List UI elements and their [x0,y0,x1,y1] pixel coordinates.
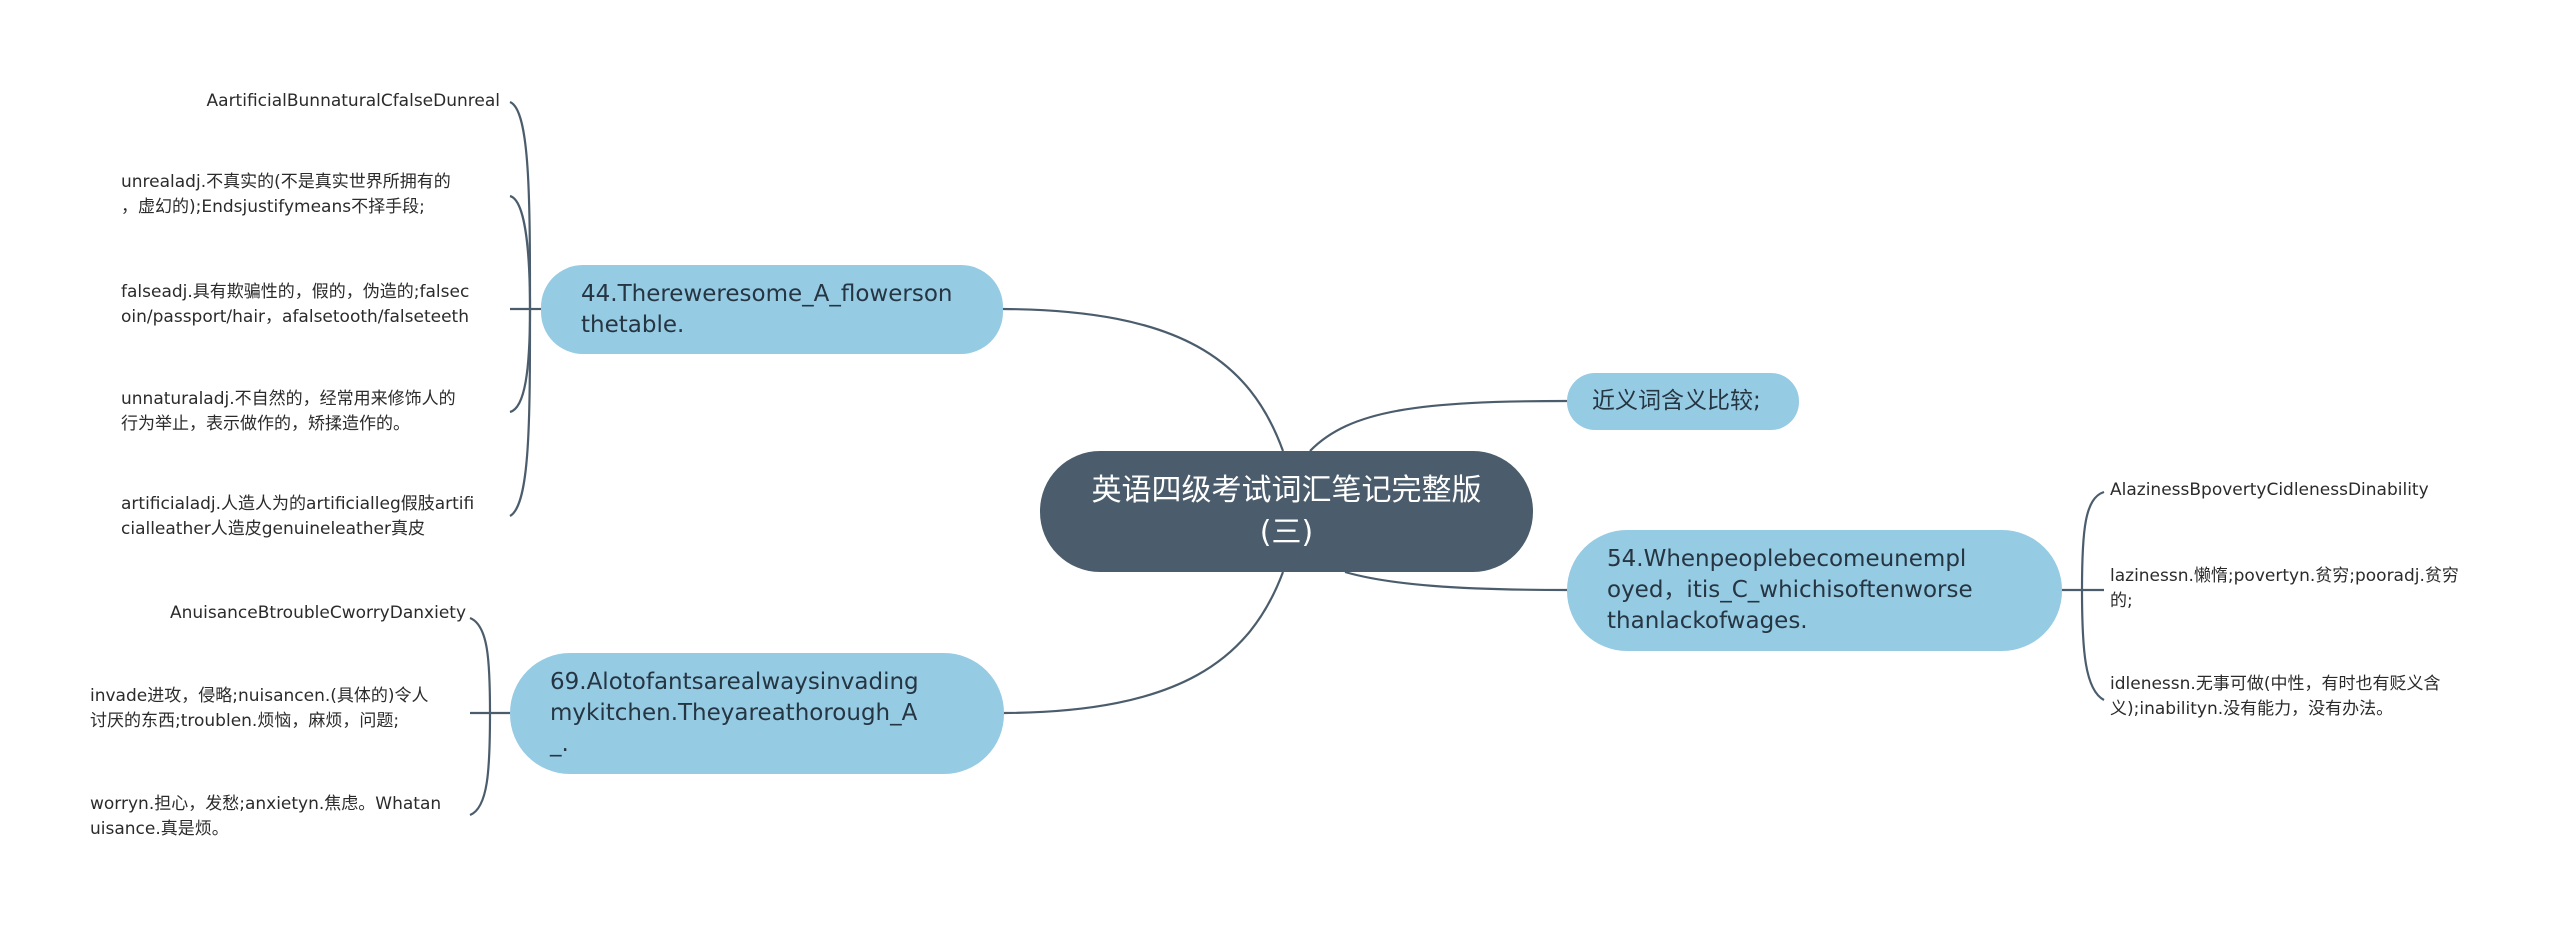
link-root-q44 [1002,307,1285,452]
bracket-q44-1 [509,194,532,310]
branch-q54-line: oyed，itis_C_whichisoftenworse [1607,577,1973,603]
bracket-q44-3 [509,308,532,414]
branch-q69[interactable]: 69.Alotofantsarealwaysinvading mykitchen… [510,653,1004,774]
branch-q54-line: 54.Whenpeoplebecomeunempl [1607,546,1967,572]
leaf-line: idlenessn.无事可做(中性，有时也有贬义含 [2110,674,2441,694]
bracket-q44-4 [509,308,532,517]
leaf-q44-options[interactable]: AartificialBunnaturalCfalseDunreal [207,89,500,114]
leaf-q44-artificial[interactable]: artificialadj.人造人为的artificialleg假肢artifi… [121,492,474,542]
leaf-q69-worry[interactable]: worryn.担心，发愁;anxietyn.焦虑。Whatan uisance.… [90,792,441,842]
leaf-line: AnuisanceBtroubleCworryDanxiety [169,603,466,623]
leaf-line: artificialadj.人造人为的artificialleg假肢artifi [121,494,475,514]
leaf-line: cialleather人造皮genuineleather真皮 [121,519,425,539]
root-title: 英语四级考试词汇笔记完整版(三) [1091,472,1482,550]
bracket-q69-0 [469,616,492,714]
branch-q44-line: 44.Thereweresome_A_flowerson [581,280,953,307]
bracket-q54-0 [2080,490,2105,591]
branch-q69-line: _. [550,731,569,757]
leaf-line: AlazinessBpovertyCidlenessDinability [2110,480,2429,500]
leaf-q44-unnatural[interactable]: unnaturaladj.不自然的，经常用来修饰人的 行为举止，表示做作的，矫揉… [121,387,456,437]
branch-q69-line: mykitchen.Theyareathorough_A [550,700,918,726]
leaf-q44-unreal[interactable]: unrealadj.不真实的(不是真实世界所拥有的 ，虚幻的);Endsjust… [121,170,451,220]
branch-synonym[interactable]: 近义词含义比较; [1567,373,1799,430]
branch-q54[interactable]: 54.Whenpeoplebecomeunempl oyed，itis_C_wh… [1567,530,2062,651]
leaf-line: unnaturaladj.不自然的，经常用来修饰人的 [121,389,456,409]
leaf-line: ，虚幻的);Endsjustifymeans不择手段; [121,197,425,217]
leaf-line: AartificialBunnaturalCfalseDunreal [206,91,500,111]
branch-q69-line: 69.Alotofantsarealwaysinvading [550,669,919,695]
branch-q69-text: 69.Alotofantsarealwaysinvading mykitchen… [550,667,919,760]
branch-q44-text: 44.Thereweresome_A_flowerson thetable. [581,279,952,341]
leaf-q69-options[interactable]: AnuisanceBtroubleCworryDanxiety [170,601,466,626]
bracket-q69-2 [469,712,492,817]
leaf-q69-invade[interactable]: invade进攻，侵略;nuisancen.(具体的)令人 讨厌的东西;trou… [90,684,429,734]
link-root-q54 [1344,570,1568,592]
leaf-line: oin/passport/hair，afalsetooth/falseteeth [121,307,469,327]
leaf-line: worryn.担心，发愁;anxietyn.焦虑。Whatan [90,794,442,814]
branch-q54-text: 54.Whenpeoplebecomeunempl oyed，itis_C_wh… [1607,544,1973,637]
leaf-q54-options[interactable]: AlazinessBpovertyCidlenessDinability [2110,478,2429,503]
leaf-line: falseadj.具有欺骗性的，假的，伪造的;falsec [121,282,470,302]
leaf-q54-idleness[interactable]: idlenessn.无事可做(中性，有时也有贬义含 义);inabilityn.… [2110,672,2440,722]
leaf-line: unrealadj.不真实的(不是真实世界所拥有的 [121,172,451,192]
leaf-line: 的; [2110,591,2133,611]
leaf-line: uisance.真是烦。 [90,819,229,839]
leaf-line: 讨厌的东西;troublen.烦恼，麻烦，问题; [90,711,400,731]
branch-q44-line: thetable. [581,311,685,338]
leaf-line: 行为举止，表示做作的，矫揉造作的。 [121,414,410,434]
leaf-q44-false[interactable]: falseadj.具有欺骗性的，假的，伪造的;falsec oin/passpo… [121,280,469,330]
link-root-q69 [1003,571,1285,715]
branch-q44[interactable]: 44.Thereweresome_A_flowerson thetable. [541,265,1003,354]
leaf-line: lazinessn.懒惰;povertyn.贫穷;pooradj.贫穷 [2110,566,2459,586]
leaf-line: 义);inabilityn.没有能力，没有办法。 [2110,699,2394,719]
link-root-synonym [1309,399,1568,452]
leaf-line: invade进攻，侵略;nuisancen.(具体的)令人 [90,686,429,706]
bracket-q54-2 [2080,589,2105,701]
root-node[interactable]: 英语四级考试词汇笔记完整版(三) [1040,451,1533,572]
branch-q54-line: thanlackofwages. [1607,608,1808,634]
leaf-q54-laziness[interactable]: lazinessn.懒惰;povertyn.贫穷;pooradj.贫穷 的; [2110,564,2459,614]
branch-synonym-text: 近义词含义比较; [1592,388,1761,414]
